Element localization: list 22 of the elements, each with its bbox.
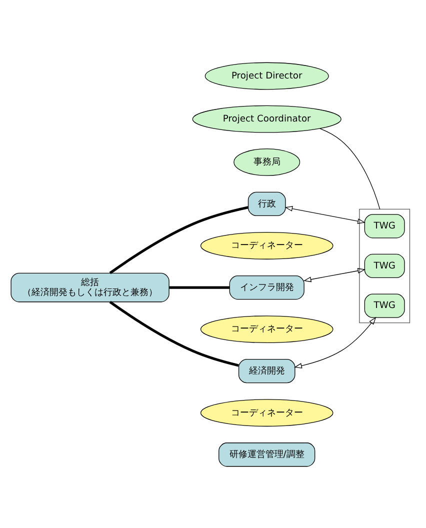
node-box: 行政 (248, 191, 286, 216)
arrow (284, 206, 366, 224)
node-ellipse: コーディネーター (200, 315, 334, 343)
node-ellipse: 事務局 (234, 148, 300, 176)
connector (109, 206, 248, 274)
arrow (294, 316, 376, 368)
node-box: 経済開発 (238, 358, 296, 383)
node-ellipse: コーディネーター (200, 232, 334, 259)
node-box: TWG (364, 214, 405, 238)
connector (320, 128, 380, 209)
node-ellipse: Project Coordinator (192, 104, 342, 132)
node-box: 総括 （経済開発もしくは行政と兼務） (10, 272, 170, 302)
node-box: TWG (364, 293, 405, 318)
connector (169, 286, 230, 288)
node-ellipse: Project Director (204, 62, 329, 90)
arrow (303, 268, 366, 282)
connector (109, 300, 239, 366)
node-box: 研修運営管理/調整 (218, 442, 316, 466)
node-ellipse: コーディネーター (200, 398, 334, 426)
cluster (359, 208, 410, 323)
node-box: TWG (364, 253, 405, 278)
node-box: インフラ開発 (229, 274, 304, 300)
